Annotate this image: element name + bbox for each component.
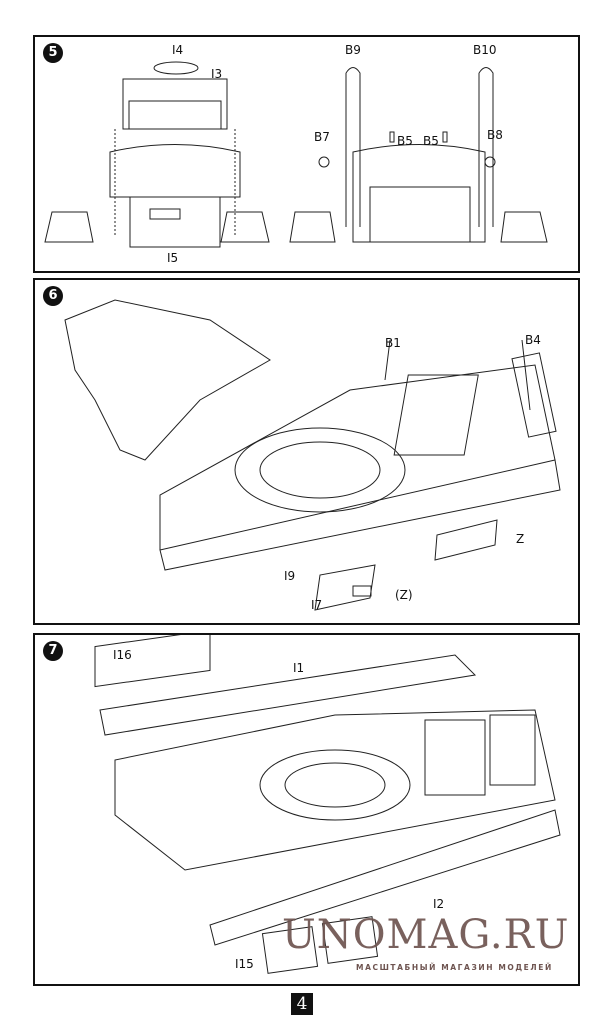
step-7-diagram (94, 635, 561, 974)
part-label-b9: B9 (345, 43, 361, 57)
step-number: 7 (43, 641, 63, 661)
part-label-i15: I15 (235, 957, 254, 971)
part-label-z: Z (516, 532, 525, 546)
part-label-b5: B5 (397, 134, 413, 148)
step-7-panel: 7 I16 I1 I2 I15 (33, 633, 580, 986)
part-label-i9: I9 (284, 569, 296, 583)
part-label-i5: I5 (167, 251, 179, 265)
part-label-z-paren: (Z) (395, 588, 413, 602)
step-number: 5 (43, 43, 63, 63)
part-label-i4: I4 (172, 43, 184, 57)
part-label-b8: B8 (487, 128, 503, 142)
step-5-panel: 5 I4 I3 I5 B9 B10 B7 B8 B5 B5 (33, 35, 580, 273)
page-number: 4 (291, 993, 313, 1015)
step-6-diagram (64, 299, 561, 611)
part-label-i1: I1 (293, 661, 305, 675)
part-label-i2: I2 (433, 897, 445, 911)
part-label-b7: B7 (314, 130, 330, 144)
part-label-b4: B4 (525, 333, 541, 347)
part-label-i3: I3 (211, 67, 223, 81)
step-number: 6 (43, 286, 63, 306)
part-label-i7: I7 (311, 598, 323, 612)
part-label-b10: B10 (473, 43, 497, 57)
step-6-panel: 6 B1 B4 Z I9 I7 (Z) (33, 278, 580, 625)
part-label-b5: B5 (423, 134, 439, 148)
part-label-i16: I16 (113, 648, 132, 662)
watermark-logo: UNOMAG.RU (282, 912, 570, 958)
part-label-b1: B1 (385, 336, 401, 350)
watermark-tagline: МАСШТАБНЫЙ МАГАЗИН МОДЕЛЕЙ (356, 963, 553, 972)
step-5-diagram (44, 61, 548, 248)
